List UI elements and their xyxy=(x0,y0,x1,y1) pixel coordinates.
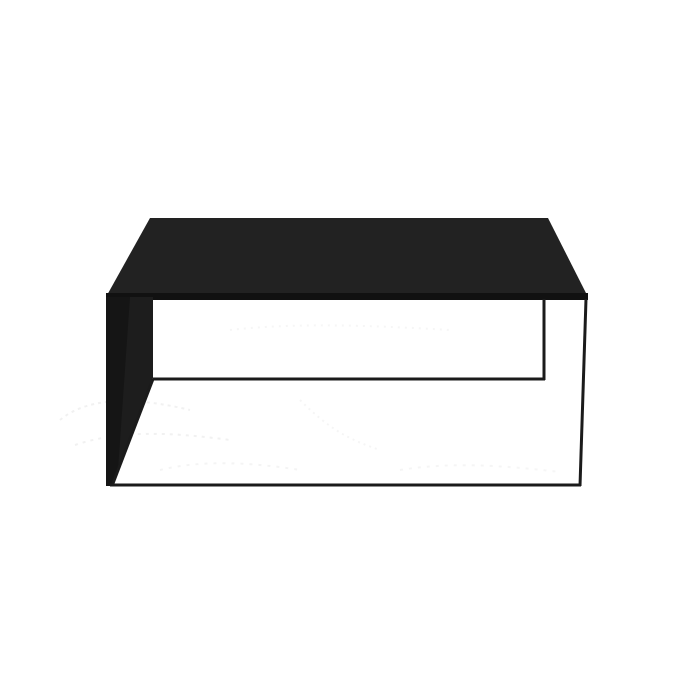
table-front-leg xyxy=(578,298,588,487)
table-left-base-diagonal xyxy=(110,378,155,487)
table-top-front-edge xyxy=(106,293,588,300)
table-side-panel-shade xyxy=(118,297,153,470)
table-top xyxy=(106,218,588,297)
floor-shadow xyxy=(59,324,561,473)
